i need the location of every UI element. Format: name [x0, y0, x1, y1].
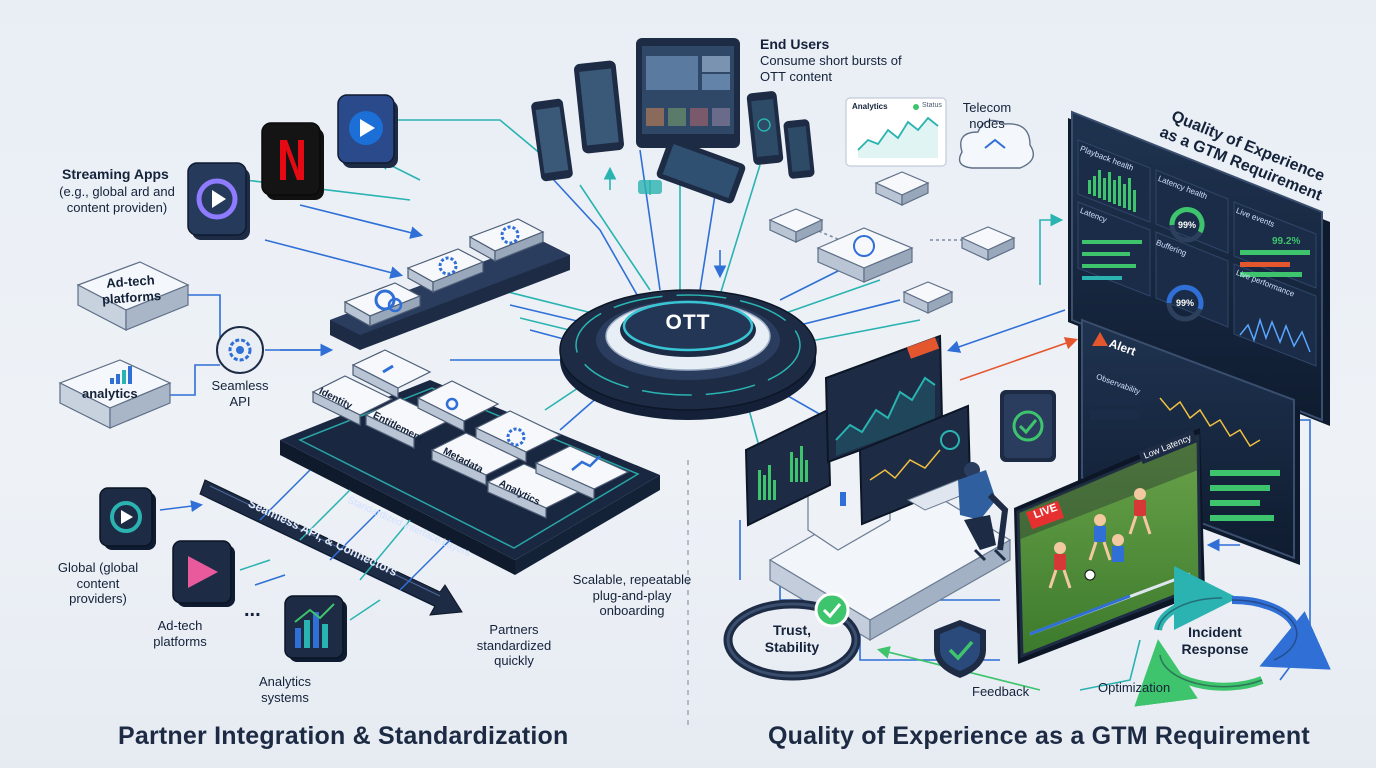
end-users-desc: Consume short bursts of OTT content [760, 53, 902, 84]
left-section-heading: Partner Integration & Standardization [118, 722, 569, 750]
optimization-label: Optimization [1098, 680, 1171, 695]
partners-ellipsis: ... [244, 599, 261, 621]
streaming-apps-title: Streaming Apps [62, 166, 169, 182]
ott-hub-label: OTT [665, 311, 711, 334]
partner-analytics-label: Analytics systems [258, 674, 312, 705]
analytics-card-title: Analytics [852, 102, 888, 111]
feedback-label: Feedback [972, 684, 1030, 699]
analytics-box-label: analytics [82, 386, 138, 401]
panel-latency-health-value: 99% [1178, 220, 1197, 230]
adtech-platforms-box-label: Ad-tech platforms [101, 272, 162, 307]
seamless-api-label: Seamless API [211, 378, 269, 409]
panel-live-events-value: 99.2% [1272, 236, 1301, 247]
panel-buffering-value: 99% [1176, 298, 1195, 308]
streaming-apps-desc: (e.g., global ard and content providen) [59, 184, 175, 215]
partner-adtech-label: Ad-tech platforms [153, 618, 207, 649]
partner-global-label: Global (global content providers) [57, 560, 139, 607]
right-section-heading: Quality of Experience as a GTM Requireme… [768, 722, 1310, 750]
end-users-title: End Users [760, 36, 830, 52]
scalable-note: Scalable, repeatable plug-and-play onboa… [572, 572, 692, 619]
incident-response-label: Incident Response [1181, 624, 1249, 657]
telecom-nodes-label: Telecom nodes [962, 100, 1012, 131]
trust-stability-label: Trust, Stability [764, 622, 820, 655]
partners-note: Partners standardized quickly [476, 622, 552, 669]
analytics-card-status: Status [922, 102, 942, 109]
